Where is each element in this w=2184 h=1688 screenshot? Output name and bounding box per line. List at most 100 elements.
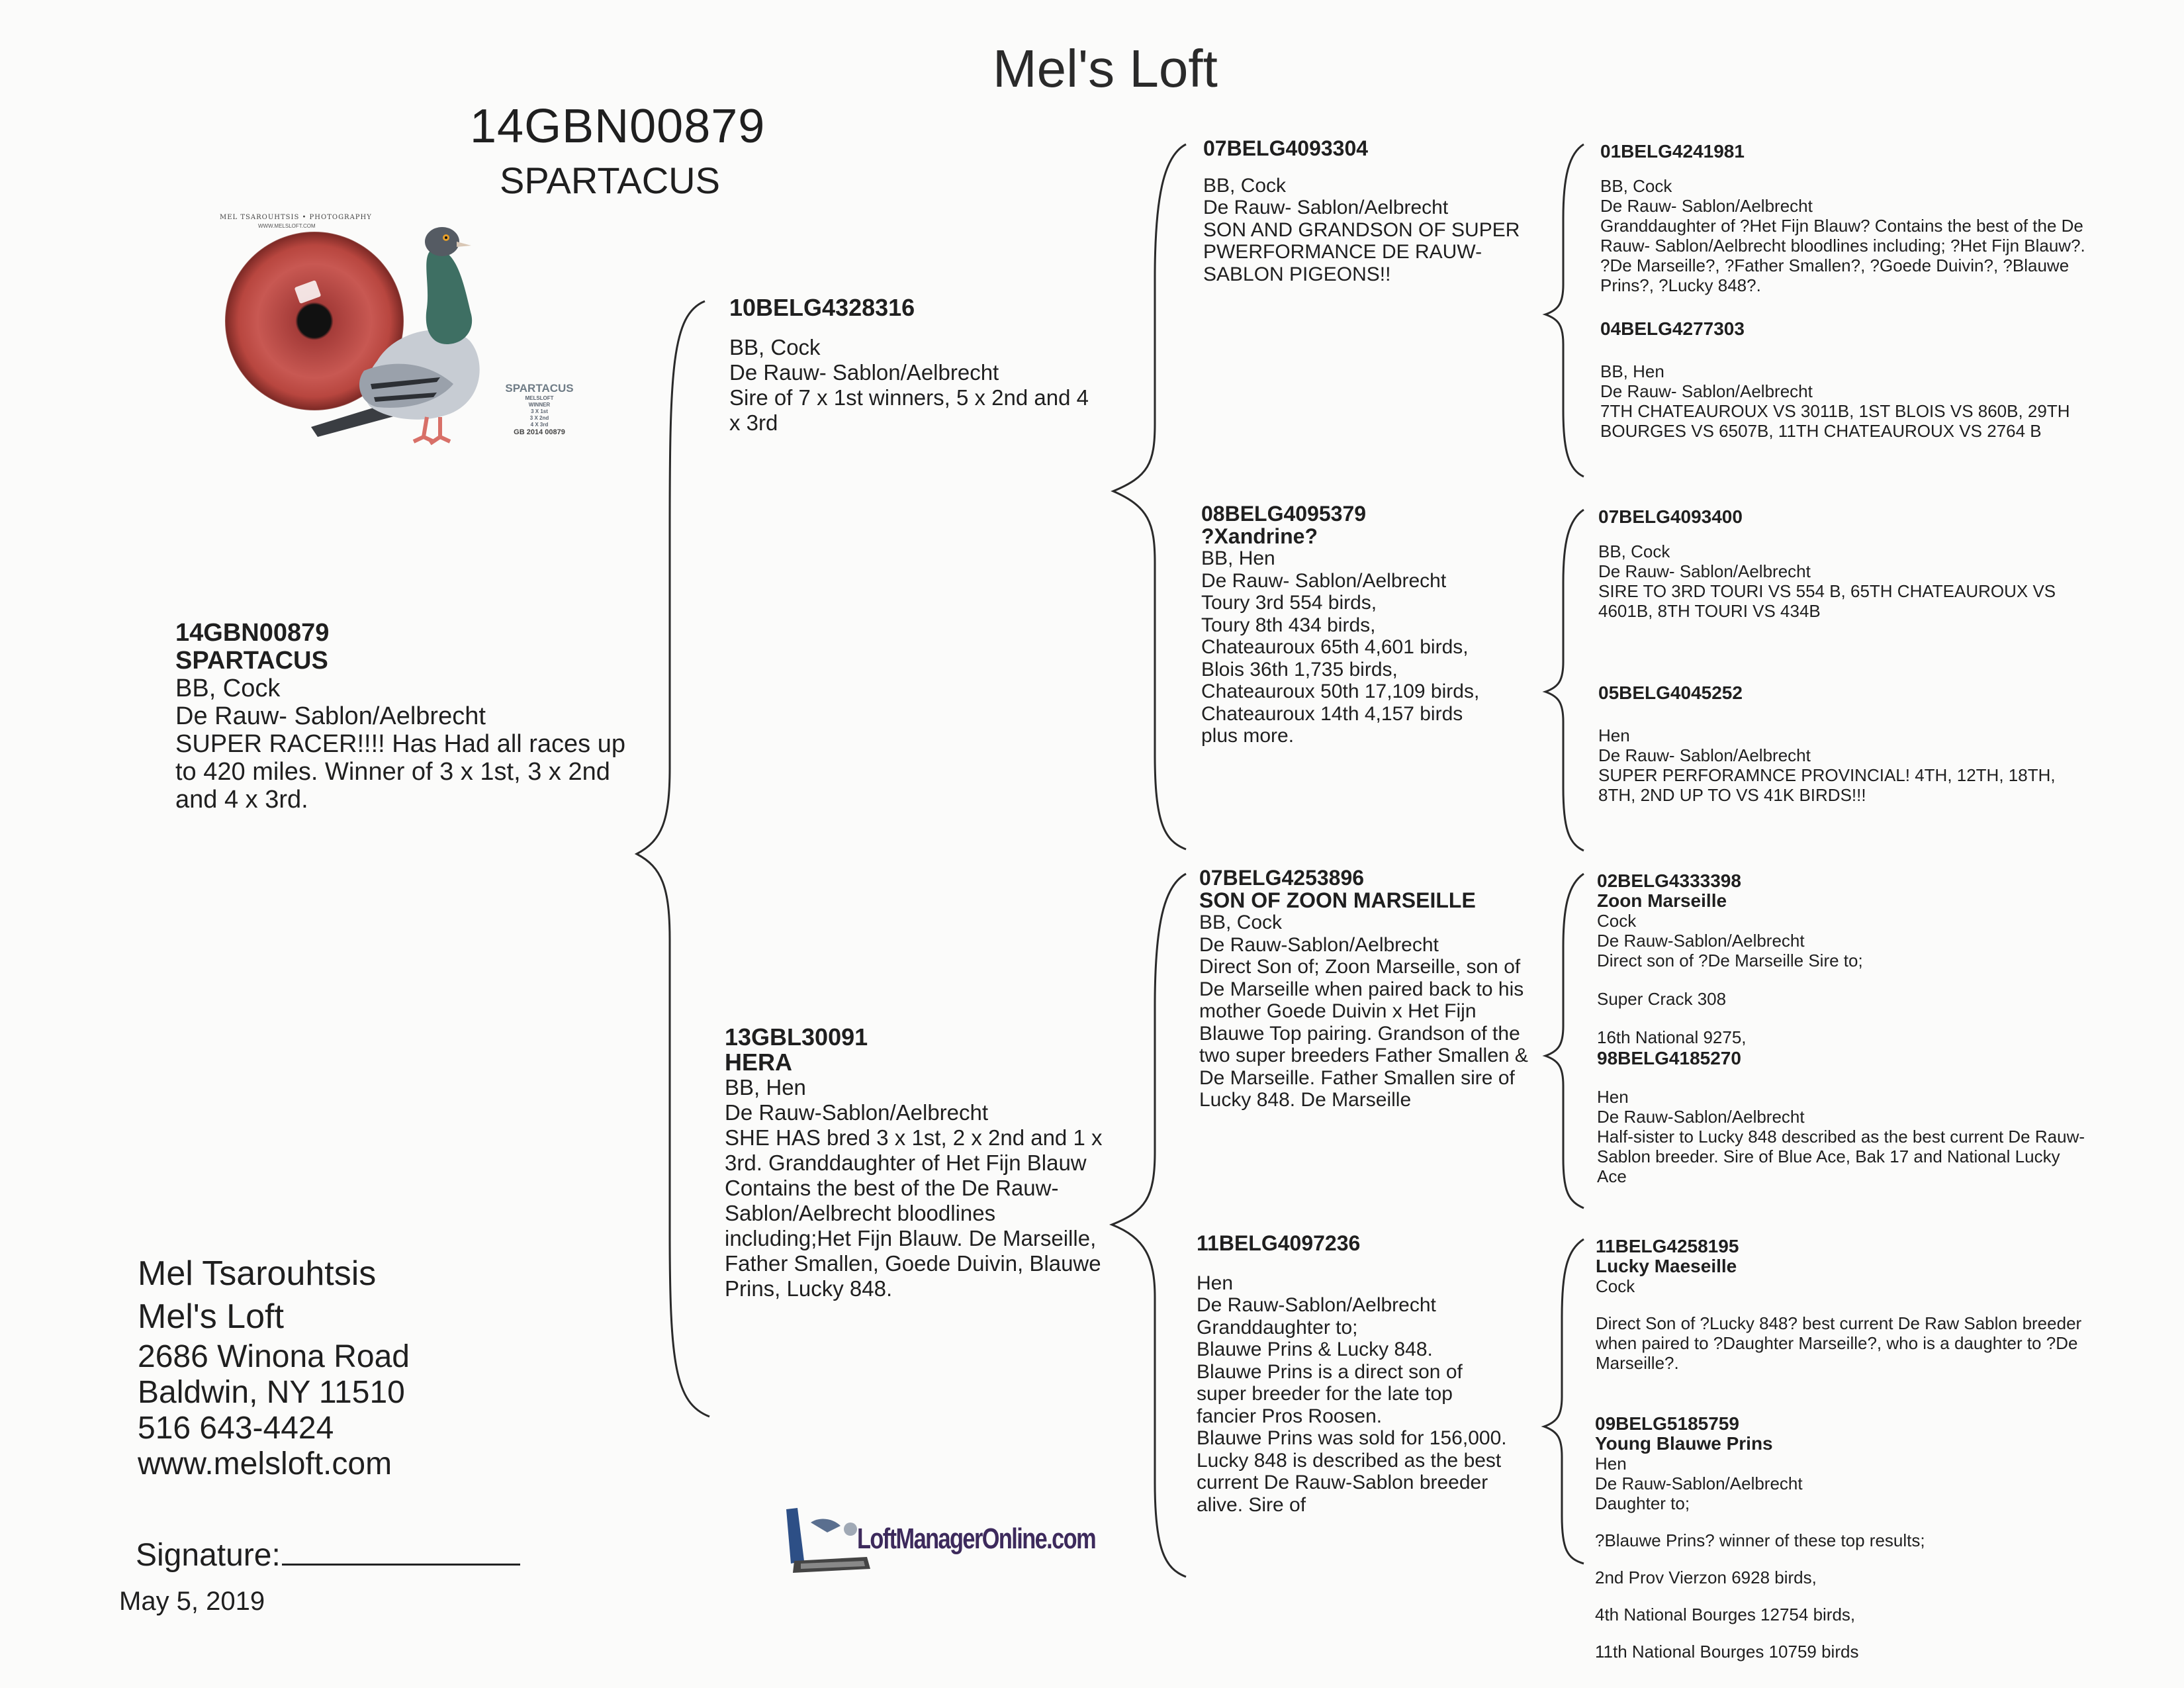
dam-id: 13GBL30091 xyxy=(725,1023,868,1051)
gen4-line: BB, Cock xyxy=(1598,541,1670,561)
gen4-line: Hen xyxy=(1598,726,1630,745)
gen4-line: BB, Hen xyxy=(1600,361,1664,381)
gen4-name: Young Blauwe Prins xyxy=(1595,1433,1773,1454)
signature-line xyxy=(281,1537,520,1566)
caption-line: 4 X 3rd xyxy=(530,422,549,428)
dam-line: BB, Hen xyxy=(725,1075,806,1100)
gen4-id: 11BELG4258195 xyxy=(1596,1236,1739,1256)
bracket-gen2-top xyxy=(1111,143,1187,851)
gen4-card: 98BELG4185270 Hen De Rauw-Sablon/Aelbrec… xyxy=(1597,1048,2087,1187)
signature-field: Signature: xyxy=(136,1537,520,1573)
gen3-line: BB, Hen xyxy=(1201,547,1275,569)
gen4-line: ?Blauwe Prins? winner of these top resul… xyxy=(1595,1530,1925,1550)
dam-name: HERA xyxy=(725,1049,793,1076)
photo-credit: MEL TSAROUHTSIS • PHOTOGRAPHY xyxy=(220,214,372,221)
contact-phone: 516 643-4424 xyxy=(138,1411,334,1446)
gen3-line: SON AND GRANDSON OF SUPER PWERFORMANCE D… xyxy=(1203,218,1520,285)
spacer xyxy=(1595,1587,2085,1605)
gen3-line: Toury 8th 434 birds, xyxy=(1201,614,1376,636)
spacer xyxy=(1595,1513,2085,1530)
spacer xyxy=(1596,1296,2085,1313)
gen4-line: Direct Son of ?Lucky 848? best current D… xyxy=(1596,1313,2082,1373)
gen4-line: Granddaughter of ?Het Fijn Blauw? Contai… xyxy=(1600,216,2085,295)
contact-street: 2686 Winona Road xyxy=(138,1339,410,1374)
caption-line: 3 X 1st xyxy=(531,408,548,414)
document-date: May 5, 2019 xyxy=(119,1587,265,1616)
gen4-id: 04BELG4277303 xyxy=(1600,318,1745,339)
gen4-line: Hen xyxy=(1597,1087,1629,1107)
header-bird-name: SPARTACUS xyxy=(500,160,720,201)
gen3-line: Lucky 848 is described as the best curre… xyxy=(1197,1449,1502,1516)
photo-caption: SPARTACUS MELSLOFT WINNER 3 X 1st 3 X 2n… xyxy=(493,382,586,436)
sire-line: Sire of 7 x 1st winners, 5 x 2nd and 4 x… xyxy=(729,385,1089,435)
gen4-line: Cock xyxy=(1596,1276,1635,1296)
gen3-line: Chateauroux 50th 17,109 birds, xyxy=(1201,680,1480,702)
gen4-card: 05BELG4045252 Hen De Rauw- Sablon/Aelbre… xyxy=(1598,682,2088,806)
gen3-line: De Rauw-Sablon/Aelbrecht xyxy=(1197,1294,1436,1316)
spacer xyxy=(1598,703,2088,726)
caption-line: MELSLOFT xyxy=(525,395,554,401)
spacer xyxy=(1600,162,2090,176)
loftmanager-logo: LoftManagerOnline.com xyxy=(781,1503,1097,1582)
dam-line: SHE HAS bred 3 x 1st, 2 x 2nd and 1 x 3r… xyxy=(725,1125,1103,1301)
subject-bird: 14GBN00879 SPARTACUS BB, Cock De Rauw- S… xyxy=(175,619,632,814)
subject-line: SUPER RACER!!!! Has Had all races up to … xyxy=(175,730,626,814)
gen4-id: 09BELG5185759 xyxy=(1595,1413,1739,1434)
gen4-id: 98BELG4185270 xyxy=(1597,1048,1741,1068)
bracket-gen3-1 xyxy=(1542,143,1584,478)
caption-line: WINNER xyxy=(528,402,551,408)
gen4-line: Super Crack 308 xyxy=(1597,989,1727,1009)
gen4-card: 01BELG4241981 BB, Cock De Rauw- Sablon/A… xyxy=(1600,141,2090,296)
gen4-line: 2nd Prov Vierzon 6928 birds, xyxy=(1595,1568,1817,1587)
gen4-name: Lucky Maeseille xyxy=(1596,1256,1737,1276)
contact-city: Baldwin, NY 11510 xyxy=(138,1375,405,1410)
gen3-line: Blauwe Prins & Lucky 848. xyxy=(1197,1338,1433,1360)
gen3-card: 11BELG4097236 Hen De Rauw-Sablon/Aelbrec… xyxy=(1197,1231,1514,1516)
laptop-icon xyxy=(786,1508,870,1573)
gen3-line: Chateauroux 65th 4,601 birds, xyxy=(1201,636,1469,658)
gen4-id: 01BELG4241981 xyxy=(1600,141,1745,162)
gen3-line: Blauwe Prins is a direct son of super br… xyxy=(1197,1360,1463,1427)
gen4-line: 7TH CHATEAUROUX VS 3011B, 1ST BLOIS VS 8… xyxy=(1600,401,2070,441)
spacer xyxy=(1203,160,1534,175)
gen3-line: Toury 3rd 554 birds, xyxy=(1201,592,1377,614)
gen4-line: 4th National Bourges 12754 birds, xyxy=(1595,1605,1856,1624)
gen4-line: De Rauw- Sablon/Aelbrecht xyxy=(1598,745,1811,765)
gen3-line: Blois 36th 1,735 birds, xyxy=(1201,658,1398,680)
gen3-line: De Rauw-Sablon/Aelbrecht xyxy=(1199,933,1439,956)
contact-website: www.melsloft.com xyxy=(138,1446,392,1481)
gen4-line: De Rauw-Sablon/Aelbrecht xyxy=(1595,1474,1803,1493)
gen4-line: SIRE TO 3RD TOURI VS 554 B, 65TH CHATEAU… xyxy=(1598,581,2056,621)
gen4-line: 16th National 9275, xyxy=(1597,1027,1747,1047)
spacer xyxy=(1600,339,2090,361)
caption-name: SPARTACUS xyxy=(505,382,574,395)
logo-text: LoftManagerOnline.com xyxy=(857,1523,1097,1555)
gen3-line: Chateauroux 14th 4,157 birds xyxy=(1201,702,1463,725)
caption-line: 3 X 2nd xyxy=(529,415,549,421)
gen4-card: 02BELG4333398 Zoon Marseille Cock De Rau… xyxy=(1597,870,2087,1048)
dam-card: 13GBL30091 HERA BB, Hen De Rauw-Sablon/A… xyxy=(725,1025,1109,1301)
contact-block: Mel Tsarouhtsis Mel's Loft 2686 Winona R… xyxy=(138,1252,410,1481)
dam-line: De Rauw-Sablon/Aelbrecht xyxy=(725,1100,989,1125)
sire-line: BB, Cock xyxy=(729,335,821,359)
gen3-name: SON OF ZOON MARSEILLE xyxy=(1199,888,1476,912)
header-bird-id: 14GBN00879 xyxy=(470,100,766,153)
gen4-line: Half-sister to Lucky 848 described as th… xyxy=(1597,1127,2085,1186)
contact-name: Mel Tsarouhtsis xyxy=(138,1254,377,1293)
gen3-id: 07BELG4253896 xyxy=(1199,866,1365,890)
gen4-card: 09BELG5185759 Young Blauwe Prins Hen De … xyxy=(1595,1414,2085,1662)
bracket-gen2-bottom xyxy=(1109,872,1187,1578)
spacer xyxy=(1598,527,2088,541)
gen4-line: Cock xyxy=(1597,911,1637,931)
spacer xyxy=(1597,1009,2087,1027)
gen4-id: 02BELG4333398 xyxy=(1597,870,1741,891)
gen3-id: 08BELG4095379 xyxy=(1201,502,1367,526)
gen3-line: De Rauw- Sablon/Aelbrecht xyxy=(1201,569,1447,592)
gen3-id: 11BELG4097236 xyxy=(1197,1231,1361,1255)
bracket-gen3-3 xyxy=(1542,872,1584,1209)
gen4-line: De Rauw-Sablon/Aelbrecht xyxy=(1597,931,1805,951)
gen4-line: De Rauw- Sablon/Aelbrecht xyxy=(1598,561,1811,581)
subject-line: BB, Cock xyxy=(175,675,281,702)
subject-id: 14GBN00879 xyxy=(175,619,330,647)
gen4-id: 05BELG4045252 xyxy=(1598,682,1743,703)
